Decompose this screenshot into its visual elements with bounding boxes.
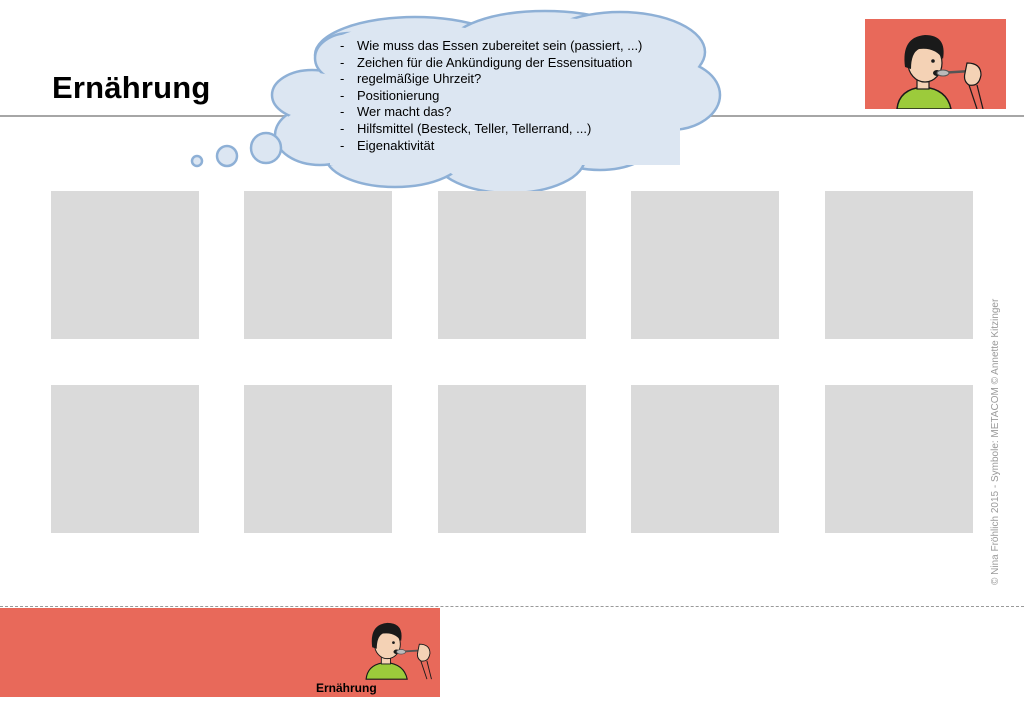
footer-strip: [0, 608, 440, 697]
symbol-card-slot: [438, 191, 586, 339]
symbol-card-slot: [825, 385, 973, 533]
footer-label: Ernährung: [316, 681, 377, 695]
list-item: regelmäßige Uhrzeit?: [340, 71, 685, 88]
symbol-card-slot: [825, 191, 973, 339]
symbol-card-slot: [51, 191, 199, 339]
person-eating-with-spoon-icon: [896, 35, 984, 109]
list-item: Zeichen für die Ankündigung der Essensit…: [340, 55, 685, 72]
symbol-card-slot: [244, 191, 392, 339]
page-title: Ernährung: [52, 70, 211, 105]
list-item: Wie muss das Essen zubereitet sein (pass…: [340, 38, 685, 55]
list-item: Positionierung: [340, 88, 685, 105]
list-item: Wer macht das?: [340, 104, 685, 121]
copyright-notice: © Nina Fröhlich 2015 - Symbole: METACOM …: [990, 298, 1001, 585]
symbol-card-slot: [438, 385, 586, 533]
person-eating-with-spoon-icon: [365, 622, 432, 680]
thought-bubble-list: Wie muss das Essen zubereitet sein (pass…: [340, 38, 685, 154]
symbol-card-slot: [244, 385, 392, 533]
list-item: Hilfsmittel (Besteck, Teller, Tellerrand…: [340, 121, 685, 138]
header-symbol-card: [865, 19, 1006, 109]
cut-line-divider: [0, 606, 1024, 607]
symbol-card-slot: [631, 385, 779, 533]
symbol-card-slot: [51, 385, 199, 533]
symbol-card-slot: [631, 191, 779, 339]
list-item: Eigenaktivität: [340, 138, 685, 155]
